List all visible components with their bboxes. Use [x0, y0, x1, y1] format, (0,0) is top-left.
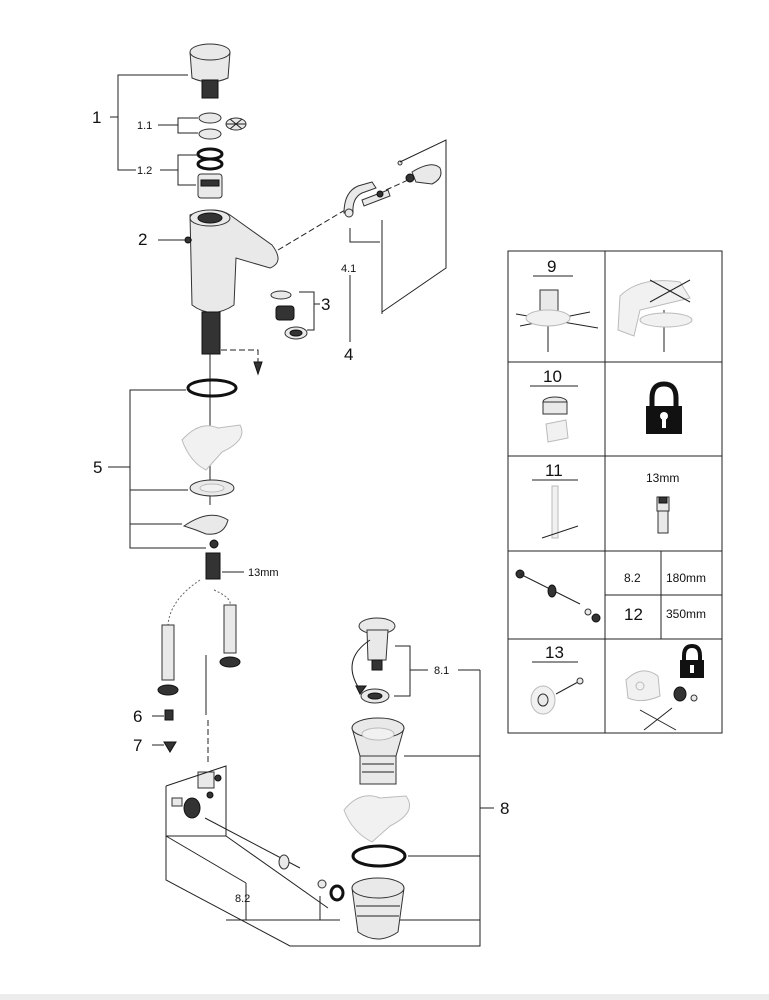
- table-row-11: 11 13mm: [532, 461, 679, 539]
- row-11-size-note: 13mm: [646, 471, 679, 485]
- label-part-8: 8: [500, 799, 509, 818]
- label-part-8-1: 8.1: [434, 665, 449, 677]
- row-11-number: 11: [545, 461, 563, 480]
- mounting-tool-icon: [515, 289, 599, 352]
- page-footer-bar: [0, 994, 769, 1000]
- lever-rod: [343, 181, 377, 214]
- label-part-6: 6: [133, 707, 142, 726]
- washer-1-1-a: [198, 112, 222, 124]
- aerator-key-icon: [542, 396, 569, 443]
- label-part-1-2: 1.2: [137, 165, 152, 177]
- o-ring-1-2-b: [196, 157, 224, 171]
- table-row-12: 8.2 180mm 12 350mm: [515, 551, 722, 639]
- row-12-length-a: 180mm: [666, 571, 706, 585]
- table-row-13: 13: [530, 643, 704, 731]
- hose-left: [161, 624, 175, 681]
- fixing-stud: [205, 552, 221, 580]
- star-washer: [225, 117, 247, 131]
- row-12-part-b: 12: [624, 605, 643, 624]
- socket-wrench-icon: [541, 485, 579, 539]
- faucet-body: [158, 209, 279, 505]
- aerator-assembly: [270, 290, 320, 340]
- table-row-9: 9: [515, 257, 693, 352]
- row-10-number: 10: [543, 367, 562, 386]
- drain-body: [359, 755, 397, 785]
- socket-13mm-icon: [656, 496, 670, 534]
- ghost-sink-upper: [181, 424, 243, 471]
- label-part-1-1: 1.1: [137, 120, 152, 132]
- mounting-set: [108, 378, 244, 580]
- lever-screw-icon: [530, 677, 584, 715]
- lock-icon: [646, 381, 682, 434]
- base-o-ring: [186, 378, 238, 398]
- label-part-5: 5: [93, 458, 102, 477]
- faucet-install-icon: [617, 279, 693, 352]
- row-12-part-a: 8.2: [624, 571, 641, 585]
- washer-1-1-b: [198, 128, 222, 140]
- cartridge-stem: [201, 79, 219, 99]
- label-part-8-2: 8.2: [235, 893, 250, 905]
- label-part-7: 7: [133, 736, 142, 755]
- cartridge-assembly: [110, 43, 247, 199]
- label-part-4-1: 4.1: [341, 263, 356, 275]
- drain-assembly: [343, 617, 494, 940]
- lever-lock-icon: [625, 643, 704, 731]
- half-moon-plate: [182, 514, 229, 535]
- label-part-2: 2: [138, 230, 147, 249]
- label-wrench-size: 13mm: [248, 567, 279, 579]
- hose-right: [223, 604, 237, 654]
- row-13-number: 13: [545, 643, 564, 662]
- row-12-length-b: 350mm: [666, 607, 706, 621]
- pop-up-rod-icon: [515, 569, 601, 623]
- label-part-1: 1: [92, 108, 101, 127]
- drain-gasket: [351, 844, 407, 868]
- lever-knob: [411, 164, 442, 185]
- label-part-4: 4: [344, 345, 353, 364]
- table-row-10: 10: [530, 367, 682, 443]
- pop-up-lever: [343, 139, 447, 342]
- cartridge-cap-top: [189, 43, 231, 61]
- spare-parts-table: 9 10: [507, 250, 723, 734]
- row-9-number: 9: [547, 257, 556, 276]
- supply-hoses: [152, 579, 241, 765]
- label-part-3: 3: [321, 295, 330, 314]
- pop-up-rod-set: [165, 670, 481, 947]
- supply-stud: [201, 311, 221, 355]
